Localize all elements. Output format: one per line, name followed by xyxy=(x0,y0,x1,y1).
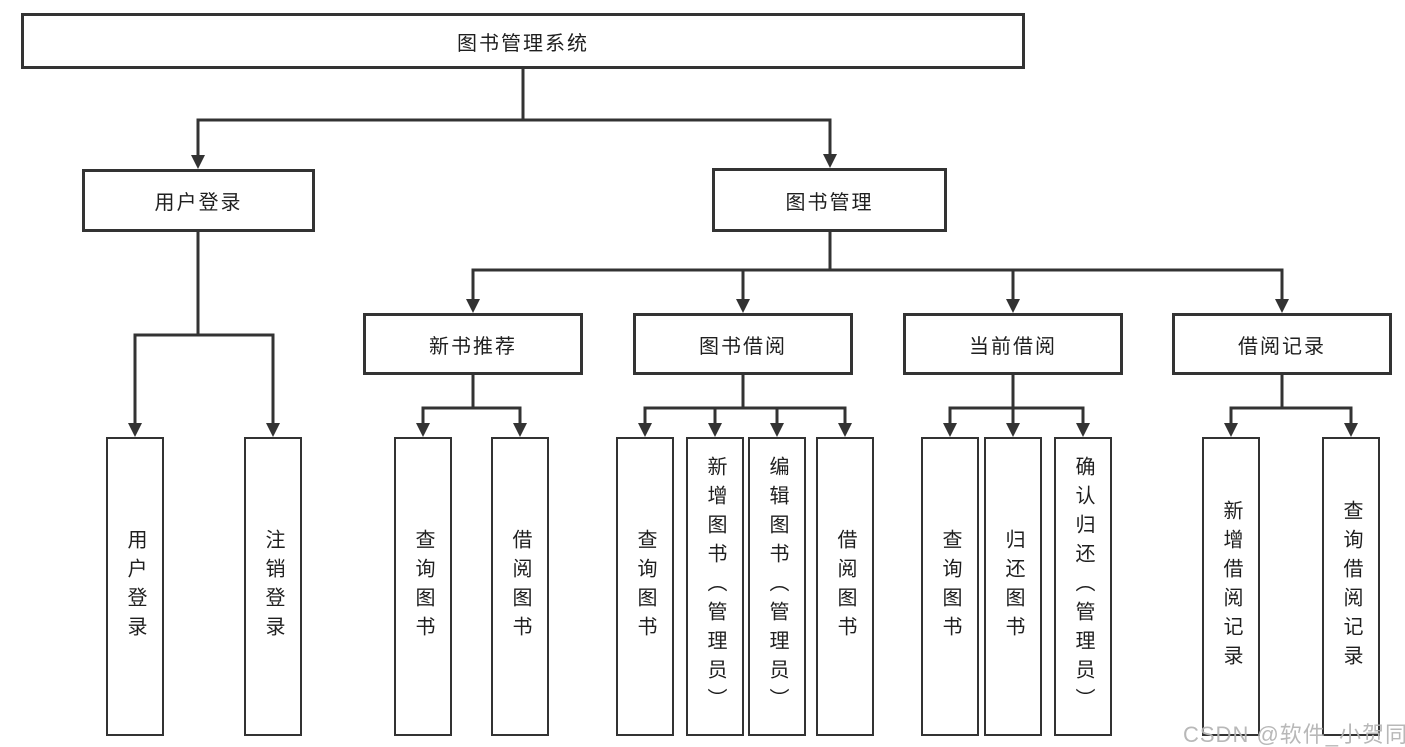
node-label: 当前借阅 xyxy=(969,335,1057,358)
leaf-borrow-books: 借阅图书 xyxy=(491,437,549,736)
edge-user-login-to-leaves xyxy=(133,232,275,424)
leaf-label: 查询图书 xyxy=(634,528,656,645)
node-label: 借阅记录 xyxy=(1238,335,1326,358)
edge-current-borrow-to-leaves xyxy=(948,375,1085,424)
leaf-edit-books-admin: 编辑图书（管理员） xyxy=(748,437,806,736)
node-book-management-branch: 图书管理 xyxy=(712,168,947,232)
leaf-label: 查询图书 xyxy=(412,528,434,645)
leaf-label: 用户登录 xyxy=(124,528,146,645)
leaf-add-borrow-record: 新增借阅记录 xyxy=(1202,437,1260,736)
leaf-add-books-admin: 新增图书（管理员） xyxy=(686,437,744,736)
node-library-management-system: 图书管理系统 xyxy=(21,13,1025,69)
edge-new-book-rec-to-leaves xyxy=(421,375,522,424)
leaf-label: 新增借阅记录 xyxy=(1220,499,1242,674)
leaf-query-books: 查询图书 xyxy=(616,437,674,736)
csdn-watermark: CSDN @软件_小贺同学 xyxy=(1183,722,1405,747)
leaf-query-borrow-record: 查询借阅记录 xyxy=(1322,437,1380,736)
edge-root-to-level2 xyxy=(196,69,832,156)
node-label: 新书推荐 xyxy=(429,335,517,358)
node-label: 图书管理系统 xyxy=(457,32,589,55)
leaf-label: 借阅图书 xyxy=(834,528,856,645)
leaf-return-books: 归还图书 xyxy=(984,437,1042,736)
node-user-login-branch: 用户登录 xyxy=(82,169,315,232)
edge-book-mgmt-to-level3 xyxy=(471,232,1284,300)
leaf-label: 查询借阅记录 xyxy=(1340,499,1362,674)
edge-book-borrow-to-leaves xyxy=(643,375,847,424)
leaf-label: 查询图书 xyxy=(939,528,961,645)
leaf-label: 归还图书 xyxy=(1002,528,1024,645)
node-label: 图书借阅 xyxy=(699,335,787,358)
leaf-user-login: 用户登录 xyxy=(106,437,164,736)
leaf-query-books: 查询图书 xyxy=(921,437,979,736)
node-label: 用户登录 xyxy=(154,192,243,214)
leaf-label: 新增图书（管理员） xyxy=(704,456,726,717)
leaf-label: 借阅图书 xyxy=(509,528,531,645)
node-label: 图书管理 xyxy=(785,191,874,214)
leaf-borrow-books: 借阅图书 xyxy=(816,437,874,736)
node-current-borrowing: 当前借阅 xyxy=(903,313,1123,375)
node-book-borrowing: 图书借阅 xyxy=(633,313,853,375)
leaf-logout: 注销登录 xyxy=(244,437,302,736)
leaf-query-books: 查询图书 xyxy=(394,437,452,736)
node-borrowing-records: 借阅记录 xyxy=(1172,313,1392,375)
leaf-label: 确认归还（管理员） xyxy=(1072,456,1094,717)
leaf-label: 注销登录 xyxy=(262,528,284,645)
leaf-label: 编辑图书（管理员） xyxy=(766,456,788,717)
node-new-book-recommendation: 新书推荐 xyxy=(363,313,583,375)
leaf-confirm-return-admin: 确认归还（管理员） xyxy=(1054,437,1112,736)
edge-borrow-records-to-leaves xyxy=(1229,375,1353,424)
